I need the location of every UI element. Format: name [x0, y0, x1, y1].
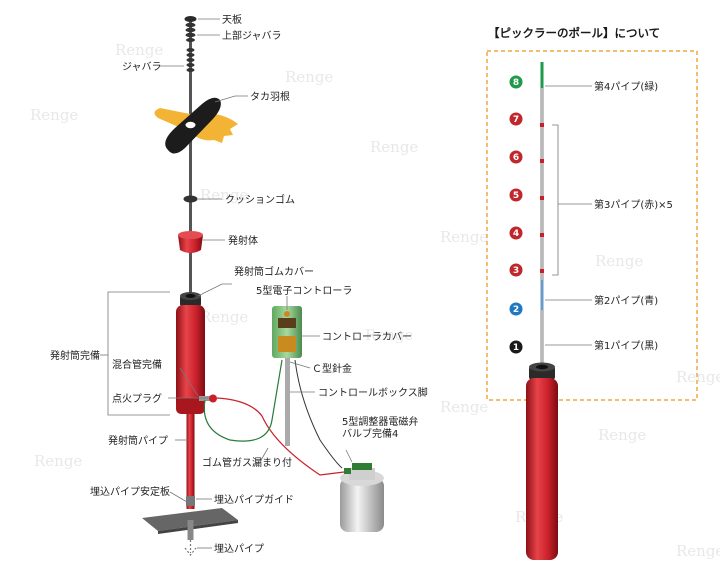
label-c-wire: Ｃ型針金	[312, 362, 352, 375]
watermark: Renge	[34, 452, 82, 470]
label-bellows: ジャバラ	[122, 61, 162, 73]
svg-text:6: 6	[513, 153, 519, 163]
red-wire	[216, 397, 345, 476]
pole-segment-green	[540, 62, 544, 88]
label-tube-rubber-cover: 発射筒ゴムカバー	[234, 265, 314, 278]
pole-segment-black	[540, 310, 544, 370]
electronic-controller	[272, 306, 302, 358]
watermark: Renge	[285, 68, 333, 86]
pole-marker-3: 3	[509, 263, 523, 277]
hawk-feather	[154, 97, 238, 154]
cushion-rubber	[183, 195, 198, 203]
label-rubber-hose: ゴム管ガス漏まり付	[202, 456, 292, 469]
green-wire	[203, 359, 283, 442]
pole-marker-4: 4	[509, 226, 523, 240]
pole-segment-blue	[540, 280, 544, 310]
pole-base-launcher	[526, 362, 558, 560]
svg-text:3: 3	[513, 266, 519, 276]
watermark: Renge	[676, 542, 720, 560]
label-pipe-2: 第2パイプ(青)	[594, 294, 658, 307]
launch-tube-rubber-cover	[180, 292, 201, 307]
control-box-leg	[285, 358, 290, 446]
black-wire	[294, 359, 343, 469]
pole-marker-8: 8	[509, 75, 523, 89]
leader-lines	[100, 18, 353, 549]
watermark: Renge	[200, 186, 248, 204]
watermark: Renge	[200, 308, 248, 326]
launcher-body	[178, 231, 203, 253]
label-mixing-tube: 混合管完備	[112, 358, 162, 371]
pole-marker-6: 6	[509, 150, 523, 164]
watermark: Renge	[440, 398, 488, 416]
pole-panel-title: 【ピックラーのポール】について	[488, 26, 660, 40]
watermark: Renge	[365, 326, 413, 344]
ignition-plug	[209, 394, 217, 403]
watermark: Renge	[598, 426, 646, 444]
pole-panel: 【ピックラーのポール】について 8 7	[486, 26, 698, 560]
pole-joints	[540, 123, 544, 273]
launch-tube-pipe	[186, 414, 195, 509]
main-assembly: 天板 上部ジャバラ ジャバラ タカ羽根 クッションゴム 発射体 発射筒ゴムカバー…	[50, 13, 428, 556]
buried-pipe-plate	[142, 508, 238, 531]
label-buried-pipe: 埋込パイプ	[214, 543, 264, 555]
label-valve-assembly: 5型調整器電磁弁 バルブ完備4	[342, 415, 422, 440]
pole-leader-lines	[545, 85, 592, 346]
gas-cylinder	[340, 463, 384, 532]
label-controller: 5型電子コントローラ	[256, 284, 352, 297]
label-pipe-3: 第3パイプ(赤)×5	[594, 198, 673, 211]
label-pipe-4: 第4パイプ(緑)	[594, 80, 658, 93]
bellows	[186, 48, 195, 72]
label-pipe-1: 第1パイプ(黒)	[594, 339, 658, 352]
pole-marker-2: 2	[509, 302, 523, 316]
label-ignition-plug: 点火プラグ	[112, 392, 162, 405]
mixing-pipe	[199, 396, 213, 401]
top-plate	[184, 16, 197, 22]
svg-text:8: 8	[513, 78, 519, 88]
watermark: Renge	[595, 252, 643, 270]
label-launch-tube-pipe: 発射筒パイプ	[108, 434, 168, 447]
svg-text:1: 1	[513, 343, 519, 353]
label-top-plate: 天板	[222, 13, 242, 26]
label-hawk-feather: タカ羽根	[250, 90, 290, 103]
svg-text:5: 5	[513, 191, 519, 201]
watermark: Renge	[440, 228, 488, 246]
label-buried-plate: 埋込パイプ安定板	[90, 485, 170, 498]
buried-pipe	[187, 520, 194, 540]
label-cushion-rubber: クッションゴム	[225, 193, 295, 206]
svg-text:7: 7	[513, 115, 519, 125]
watermark: Renge	[115, 41, 163, 59]
label-control-box-leg: コントロールボックス脚	[318, 386, 428, 399]
label-upper-bellows: 上部ジャバラ	[222, 29, 282, 42]
pole-marker-7: 7	[509, 112, 523, 126]
pole-segment-red	[540, 88, 544, 280]
label-launch-tube-assembly: 発射筒完備	[50, 349, 100, 362]
launch-tube	[176, 305, 205, 414]
pole-panel-frame	[486, 50, 698, 401]
watermark: Renge	[30, 106, 78, 124]
watermark: Renge	[676, 368, 720, 386]
svg-text:2: 2	[513, 305, 519, 315]
pole-marker-5: 5	[509, 188, 523, 202]
svg-text:4: 4	[513, 229, 519, 239]
label-controller-cover: コントローラカバー	[322, 331, 412, 343]
center-rod	[189, 18, 192, 300]
buried-pipe-guide	[186, 496, 195, 506]
watermark: Renge	[370, 138, 418, 156]
label-launcher: 発射体	[228, 234, 258, 247]
upper-bellows	[185, 22, 196, 42]
label-buried-guide: 埋込パイプガイド	[214, 494, 294, 506]
down-arrow-icon	[184, 540, 197, 556]
pole-marker-1: 1	[509, 340, 523, 354]
